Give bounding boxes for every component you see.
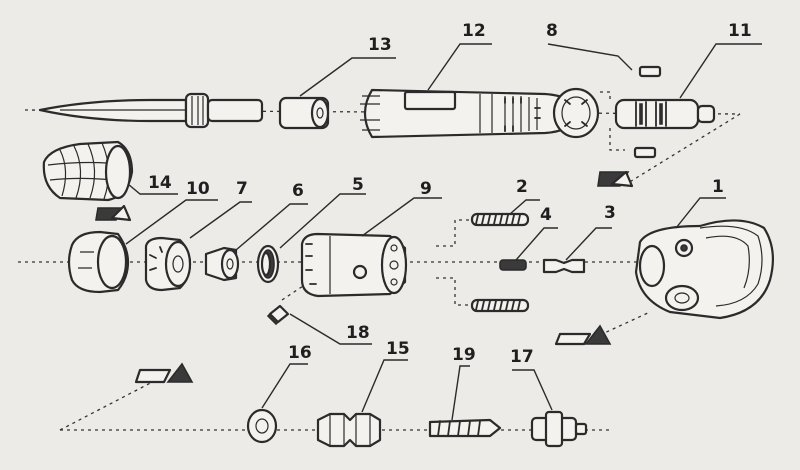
part-14-boot <box>42 140 134 202</box>
chisel-bit <box>38 92 264 129</box>
callout-label-14: 14 <box>148 173 172 193</box>
callout-label-9: 9 <box>420 179 432 199</box>
callout-label-5: 5 <box>352 175 364 195</box>
part-9-housing <box>300 232 408 298</box>
part-8-keys <box>633 65 662 159</box>
part-19-screw <box>428 418 502 438</box>
part-2-springs <box>470 212 530 313</box>
callout-3: 3 <box>565 203 616 261</box>
callout-label-11: 11 <box>728 21 752 41</box>
callout-2: 2 <box>509 177 540 215</box>
return-marker-top <box>597 170 634 188</box>
callout-11: 11 <box>679 21 762 99</box>
part-7-nut <box>144 236 192 292</box>
callout-label-1: 1 <box>712 177 724 197</box>
callout-label-12: 12 <box>462 21 486 41</box>
callout-14: 14 <box>127 173 178 195</box>
part-16-washer <box>246 408 278 444</box>
callout-17: 17 <box>510 347 553 411</box>
callout-15: 15 <box>361 339 410 413</box>
return-marker-bottom <box>134 362 194 384</box>
part-18-pin <box>266 304 290 326</box>
callout-4: 4 <box>515 205 558 261</box>
callout-label-10: 10 <box>186 179 210 199</box>
callout-6: 6 <box>235 181 308 251</box>
callout-label-3: 3 <box>604 203 616 223</box>
part-11-valve <box>614 98 716 130</box>
callout-1: 1 <box>675 177 726 229</box>
callout-9: 9 <box>361 179 442 237</box>
part-13-bushing <box>278 96 330 130</box>
callout-18: 18 <box>289 313 372 345</box>
upper-spring-path <box>436 219 470 247</box>
handle-return-line <box>599 311 651 336</box>
part-1-handle <box>634 219 775 320</box>
top-return-line <box>627 113 741 184</box>
callout-19: 19 <box>451 345 476 421</box>
callout-8: 8 <box>546 21 633 71</box>
part-8-upper-path <box>600 91 611 100</box>
callout-label-15: 15 <box>386 339 410 359</box>
callout-12: 12 <box>427 21 492 91</box>
callout-label-8: 8 <box>546 21 558 41</box>
callout-13: 13 <box>299 35 396 97</box>
part-4-plunger <box>499 259 527 271</box>
return-marker-handle <box>554 324 612 346</box>
callout-label-7: 7 <box>236 179 248 199</box>
return-marker-boot <box>95 204 132 222</box>
callout-7: 7 <box>189 179 252 239</box>
callout-5: 5 <box>279 175 366 249</box>
callout-label-18: 18 <box>346 323 370 343</box>
part-15-valve-stem <box>316 412 382 448</box>
lower-spring-path <box>436 277 470 306</box>
callout-label-19: 19 <box>452 345 476 365</box>
part-8-lower-path <box>609 128 625 151</box>
callout-16: 16 <box>261 343 312 409</box>
callout-label-17: 17 <box>510 347 534 367</box>
part-6-bushing <box>204 246 240 282</box>
part-10-cap <box>67 230 130 294</box>
callout-label-2: 2 <box>516 177 528 197</box>
callout-10: 10 <box>125 179 218 245</box>
callout-label-13: 13 <box>368 35 392 55</box>
part-3-valve-pin <box>542 258 586 274</box>
part-5-ring <box>256 244 280 284</box>
callout-label-6: 6 <box>292 181 304 201</box>
bottom-return-line <box>59 377 161 431</box>
callout-label-16: 16 <box>288 343 312 363</box>
callout-label-4: 4 <box>540 205 552 225</box>
part-17-fitting <box>530 410 588 448</box>
part-12-cylinder <box>360 87 600 139</box>
